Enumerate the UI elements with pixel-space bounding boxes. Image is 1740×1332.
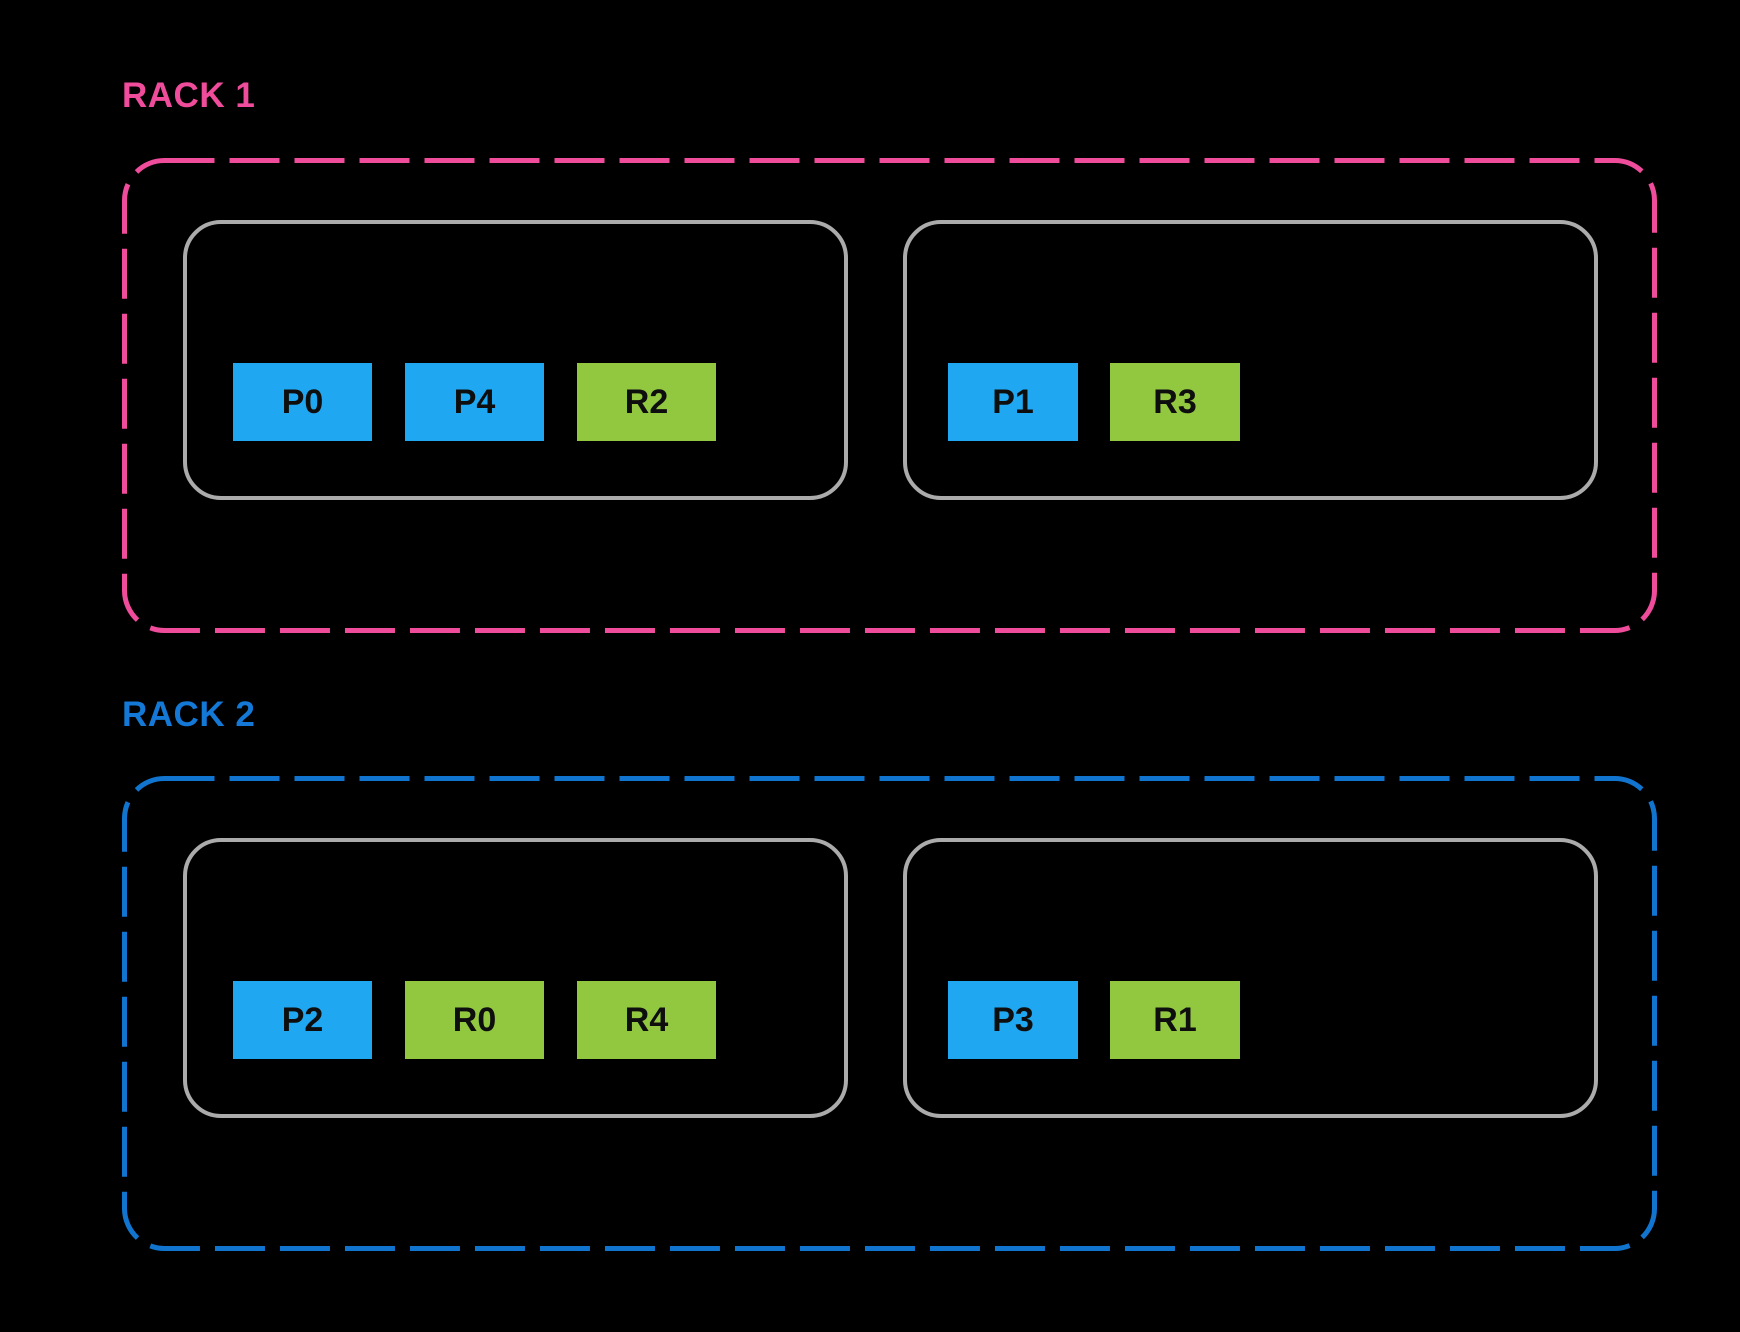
block-p4: P4 — [405, 363, 544, 441]
rack-1-label: RACK 1 — [122, 76, 256, 115]
host-box: P2 R0 R4 — [183, 838, 848, 1118]
blocks-row: P0 P4 R2 — [233, 363, 716, 441]
rack-1-boundary: P0 P4 R2 P1 R3 — [122, 158, 1657, 633]
host-box: P3 R1 — [903, 838, 1598, 1118]
block-r1: R1 — [1110, 981, 1240, 1059]
rack-1-dashed-border — [122, 158, 1657, 633]
blocks-row: P3 R1 — [948, 981, 1240, 1059]
blocks-row: P2 R0 R4 — [233, 981, 716, 1059]
host-box: P0 P4 R2 — [183, 220, 848, 500]
block-r2: R2 — [577, 363, 716, 441]
rack-2-label: RACK 2 — [122, 695, 256, 734]
host-box: P1 R3 — [903, 220, 1598, 500]
block-p0: P0 — [233, 363, 372, 441]
rack-2-boundary: P2 R0 R4 P3 R1 — [122, 776, 1657, 1251]
block-r0: R0 — [405, 981, 544, 1059]
block-p1: P1 — [948, 363, 1078, 441]
rack-2-dashed-border — [122, 776, 1657, 1251]
block-p3: P3 — [948, 981, 1078, 1059]
blocks-row: P1 R3 — [948, 363, 1240, 441]
block-r3: R3 — [1110, 363, 1240, 441]
block-p2: P2 — [233, 981, 372, 1059]
block-r4: R4 — [577, 981, 716, 1059]
